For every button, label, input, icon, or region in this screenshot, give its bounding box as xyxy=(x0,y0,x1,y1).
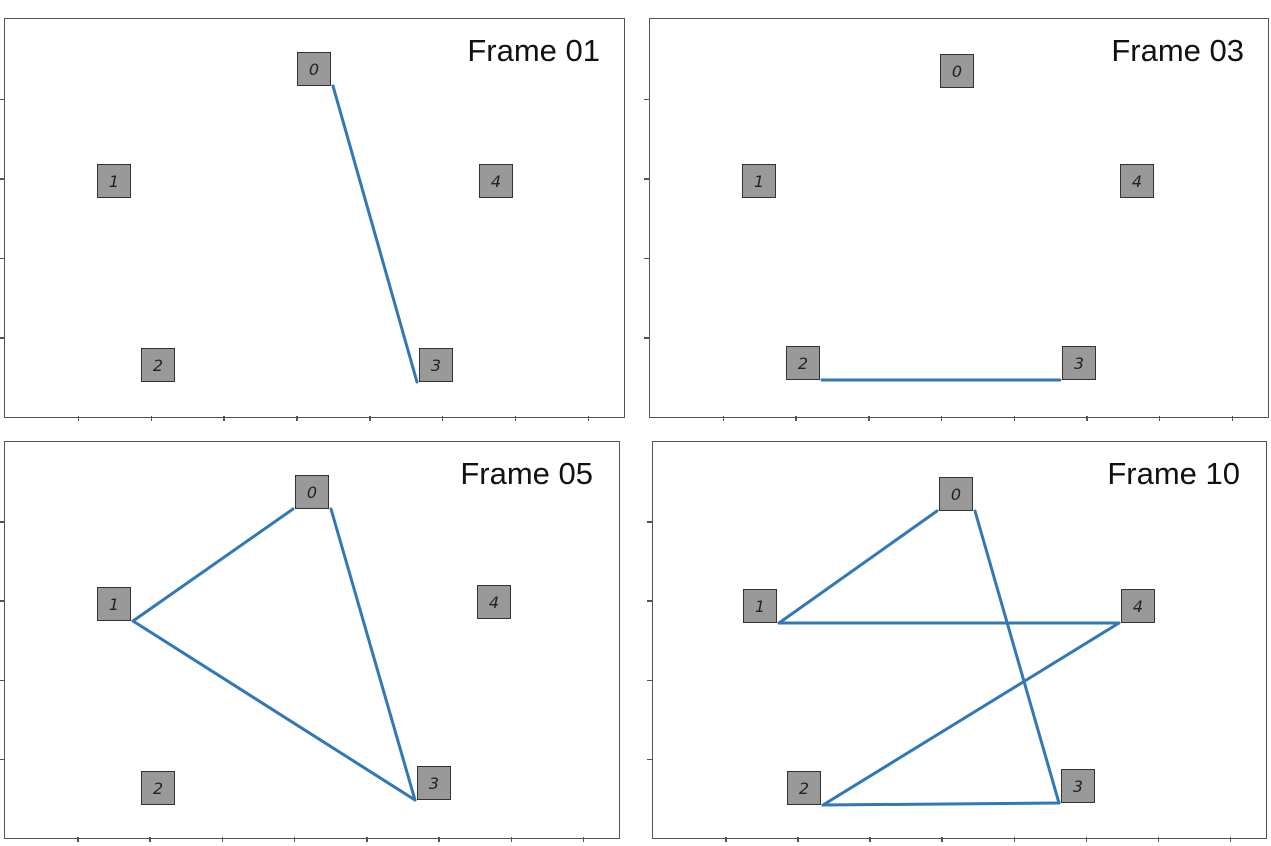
node-1: 1 xyxy=(743,589,777,623)
frame-label: Frame 01 xyxy=(467,33,600,68)
x-tick xyxy=(1158,416,1161,421)
x-tick xyxy=(587,416,590,421)
x-tick xyxy=(514,416,517,421)
x-tick xyxy=(725,837,727,842)
y-tick xyxy=(0,178,5,180)
edge-2-3 xyxy=(821,801,1061,807)
edges-layer xyxy=(777,509,1121,807)
x-tick xyxy=(369,416,371,421)
node-2: 2 xyxy=(787,771,821,805)
x-tick xyxy=(441,416,444,421)
node-1: 1 xyxy=(97,164,131,198)
y-tick xyxy=(0,679,5,682)
x-tick xyxy=(795,416,797,421)
x-tick xyxy=(1013,837,1016,842)
node-4: 4 xyxy=(1120,164,1154,198)
edges-layer xyxy=(820,378,1062,382)
x-tick xyxy=(1157,837,1160,842)
y-tick xyxy=(644,98,650,101)
x-tick xyxy=(582,837,585,842)
panel-frame-03: Frame 03 0 1 2 3 4 xyxy=(644,18,1269,421)
node-3: 3 xyxy=(1061,769,1095,803)
edge-1-3 xyxy=(131,619,417,802)
node-3: 3 xyxy=(419,348,453,382)
y-tick xyxy=(0,521,5,523)
x-tick xyxy=(869,837,871,842)
y-tick xyxy=(644,178,650,180)
x-tick xyxy=(941,837,943,842)
edge-0-1 xyxy=(131,507,295,623)
x-tick xyxy=(797,837,799,842)
frame-label: Frame 10 xyxy=(1107,456,1240,491)
x-tick xyxy=(940,416,943,421)
y-tick xyxy=(0,600,5,602)
edge-3-0 xyxy=(329,507,417,802)
node-0: 0 xyxy=(940,54,974,88)
node-1: 1 xyxy=(742,164,776,198)
y-tick xyxy=(647,758,653,761)
edge-0-3 xyxy=(331,84,419,384)
y-tick xyxy=(0,257,5,260)
y-tick xyxy=(0,98,5,101)
y-tick xyxy=(0,758,5,761)
node-4: 4 xyxy=(479,164,513,198)
x-tick xyxy=(150,416,153,421)
node-3: 3 xyxy=(417,766,451,800)
y-tick xyxy=(647,679,653,682)
node-0: 0 xyxy=(297,52,331,86)
x-tick xyxy=(366,837,368,842)
x-tick xyxy=(722,416,725,421)
edge-0-1 xyxy=(777,509,939,625)
x-tick xyxy=(1086,416,1088,421)
x-tick xyxy=(221,837,224,842)
x-tick xyxy=(438,837,440,842)
x-tick xyxy=(149,837,151,842)
x-tick xyxy=(296,416,298,421)
x-tick xyxy=(77,837,79,842)
frame-label: Frame 03 xyxy=(1111,33,1244,68)
node-0: 0 xyxy=(295,475,329,509)
panel-frame-01: Frame 01 0 1 2 3 4 xyxy=(0,18,625,421)
x-tick xyxy=(868,416,870,421)
edges-layer xyxy=(131,507,417,802)
edge-4-2 xyxy=(821,621,1121,807)
panel-frame-05: Frame 05 0 1 2 3 4 xyxy=(0,441,620,842)
node-2: 2 xyxy=(141,771,175,805)
node-3: 3 xyxy=(1062,346,1096,380)
y-tick xyxy=(647,521,653,523)
node-1: 1 xyxy=(97,587,131,621)
frame-label: Frame 05 xyxy=(460,456,593,491)
x-tick xyxy=(1013,416,1016,421)
node-0: 0 xyxy=(939,477,973,511)
y-tick xyxy=(0,337,5,339)
x-tick xyxy=(1229,837,1232,842)
x-tick xyxy=(293,837,296,842)
y-tick xyxy=(644,257,650,260)
y-tick xyxy=(644,337,650,339)
x-tick xyxy=(510,837,513,842)
panel-frame-10: Frame 10 0 1 2 3 4 xyxy=(647,441,1267,842)
x-tick xyxy=(77,416,80,421)
x-tick xyxy=(1085,837,1088,842)
y-tick xyxy=(647,600,653,602)
node-2: 2 xyxy=(786,346,820,380)
x-tick xyxy=(223,416,225,421)
edges-layer xyxy=(331,84,419,384)
node-2: 2 xyxy=(141,348,175,382)
edge-3-0 xyxy=(973,509,1061,805)
x-tick xyxy=(1231,416,1234,421)
node-4: 4 xyxy=(477,585,511,619)
node-4: 4 xyxy=(1121,589,1155,623)
